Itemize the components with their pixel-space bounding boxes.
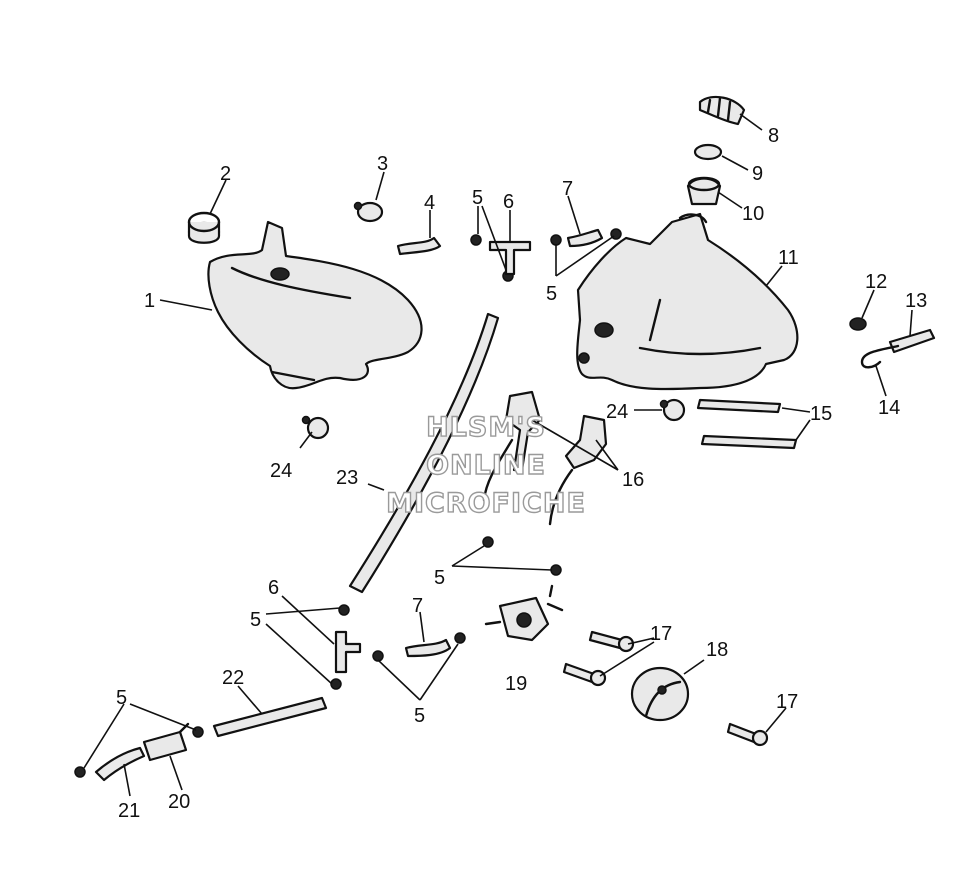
part-10-filler-neck: [686, 176, 722, 206]
part-5-clips-middle: [482, 536, 562, 576]
part-21-bracket: [94, 746, 146, 782]
callout-1: 1: [144, 290, 155, 312]
callout-24: 24: [606, 401, 628, 423]
callout-5: 5: [546, 283, 557, 305]
part-8-filler-cap: [698, 95, 746, 126]
part-9-seal: [693, 143, 723, 161]
callout-6: 6: [503, 191, 514, 213]
callout-8: 8: [768, 125, 779, 147]
callout-9: 9: [752, 163, 763, 185]
callout-3: 3: [377, 153, 388, 175]
callout-6: 6: [268, 577, 279, 599]
callout-18: 18: [706, 639, 728, 661]
part-24-bolt-right: [659, 398, 686, 422]
callout-5: 5: [250, 609, 261, 631]
part-4-hose: [396, 236, 442, 256]
part-6-tee-fitting-top: [488, 240, 532, 276]
callout-5: 5: [434, 567, 445, 589]
watermark-line-3: MICROFICHE: [386, 488, 586, 519]
part-12-washer: [849, 317, 867, 331]
part-22-hose: [212, 696, 328, 738]
callout-16: 16: [622, 469, 644, 491]
part-17-screws: [562, 630, 769, 747]
callout-15: 15: [810, 403, 832, 425]
watermark: HLSM'S ONLINE MICROFICHE: [385, 411, 586, 519]
part-16-fuel-valves: [482, 390, 608, 526]
callout-5: 5: [414, 705, 425, 727]
callout-7: 7: [562, 178, 573, 200]
callout-7: 7: [412, 595, 423, 617]
part-23-long-hose: [348, 312, 500, 594]
callout-17: 17: [650, 623, 672, 645]
callout-labels: 1 2 3 4 5 6 7 5 8 9 10 11 12 13 14 15 24…: [116, 125, 927, 822]
callout-22: 22: [222, 667, 244, 689]
callout-10: 10: [742, 203, 764, 225]
watermark-line-1: HLSM'S: [426, 412, 546, 443]
callout-5: 5: [472, 187, 483, 209]
callout-11: 11: [778, 247, 799, 269]
part-7-hose-lower: [404, 638, 452, 658]
part-6-tee-fitting-lower: [334, 630, 362, 674]
callout-21: 21: [118, 800, 140, 822]
part-18-cover: [630, 666, 690, 722]
callout-4: 4: [424, 192, 435, 214]
part-13-bracket: [888, 328, 936, 354]
part-5-clips-lower: [74, 604, 466, 778]
callout-19: 19: [505, 673, 527, 695]
leader-lines: [83, 113, 913, 797]
part-14-strap-hook: [860, 344, 900, 369]
callout-14: 14: [878, 397, 900, 419]
callout-24: 24: [270, 460, 292, 482]
callout-12: 12: [865, 271, 887, 293]
part-11-right-fuel-tank: [576, 212, 799, 391]
callout-17: 17: [776, 691, 798, 713]
part-7-hose-top: [566, 228, 604, 248]
part-15-pads: [696, 398, 798, 450]
part-24-bolt-left: [301, 415, 330, 440]
part-2-cap: [187, 211, 221, 244]
callout-23: 23: [336, 467, 358, 489]
callout-5: 5: [116, 687, 127, 709]
part-3-grommet: [353, 201, 384, 223]
callout-20: 20: [168, 791, 190, 813]
watermark-line-2: ONLINE: [426, 450, 546, 481]
callout-13: 13: [905, 290, 927, 312]
part-1-left-fuel-tank: [207, 220, 423, 390]
callout-2: 2: [220, 163, 231, 185]
part-19-fuel-pump: [484, 584, 564, 642]
part-20-filter: [142, 722, 190, 762]
